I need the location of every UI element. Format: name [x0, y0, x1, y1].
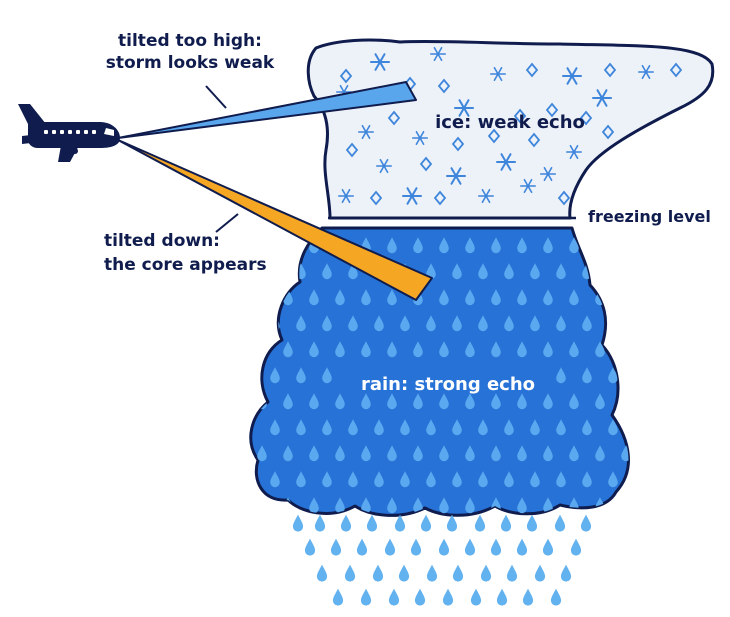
raindrop-icon: [621, 341, 629, 358]
raindrop-icon: [542, 538, 554, 556]
label-tilted-down-line2: the core appears: [104, 255, 267, 275]
raindrop-icon: [506, 564, 518, 582]
raindrop-icon: [283, 237, 293, 254]
raindrop-icon: [292, 514, 304, 532]
label-tilted-high-line1: tilted too high:: [118, 31, 262, 51]
raindrop-icon: [526, 514, 538, 532]
raindrop-icon: [438, 538, 450, 556]
label-rain: rain: strong echo: [361, 374, 535, 395]
raindrop-icon: [452, 564, 464, 582]
raindrop-icon: [608, 263, 618, 280]
raindrop-icon: [570, 538, 582, 556]
raindrop-icon: [344, 564, 356, 582]
raindrop-icon: [394, 514, 406, 532]
raindrop-icon: [621, 497, 629, 514]
leader-down: [215, 213, 239, 233]
airplane-icon: [18, 104, 120, 162]
raindrop-icon: [621, 237, 629, 254]
raindrop-icon: [490, 538, 502, 556]
raindrop-icon: [500, 514, 512, 532]
raindrop-icon: [595, 237, 605, 254]
raindrop-icon: [398, 564, 410, 582]
raindrop-icon: [360, 588, 372, 606]
label-tilted-high: tilted too high: storm looks weak: [106, 31, 275, 73]
raindrop-icon: [384, 538, 396, 556]
beam-tilted-high: [117, 81, 417, 139]
raindrop-icon: [554, 514, 566, 532]
raindrop-icon: [356, 538, 368, 556]
raindrop-icon: [496, 588, 508, 606]
raindrop-icon: [410, 538, 422, 556]
raindrop-icon: [340, 514, 352, 532]
raindrop-icon: [621, 289, 629, 306]
raindrop-icon: [388, 588, 400, 606]
raindrop-icon: [522, 588, 534, 606]
raindrop-icon: [304, 538, 316, 556]
label-freezing-level: freezing level: [588, 207, 711, 226]
raindrop-icon: [316, 564, 328, 582]
beam-tilted-down: [117, 139, 433, 301]
label-tilted-high-line2: storm looks weak: [106, 53, 275, 73]
raindrop-icon: [314, 514, 326, 532]
raindrop-icon: [366, 514, 378, 532]
raindrop-icon: [534, 564, 546, 582]
raindrop-icon: [257, 341, 267, 358]
raindrop-icon: [442, 588, 454, 606]
raindrop-icon: [257, 237, 267, 254]
raindrop-icon: [257, 497, 267, 514]
raindrop-icon: [480, 564, 492, 582]
raindrop-icon: [621, 393, 629, 410]
raindrop-icon: [332, 588, 344, 606]
raindrop-icon: [474, 514, 486, 532]
label-tilted-down: tilted down: the core appears: [104, 231, 267, 275]
raindrop-icon: [464, 538, 476, 556]
raindrop-icon: [516, 538, 528, 556]
raindrop-icon: [330, 538, 342, 556]
raindrop-icon: [580, 514, 592, 532]
raindrop-icon: [420, 514, 432, 532]
raindrop-icon: [426, 564, 438, 582]
raindrop-icon: [372, 564, 384, 582]
raindrop-icon: [560, 564, 572, 582]
raindrop-icon: [550, 588, 562, 606]
rain-core: [249, 226, 630, 517]
raindrop-icon: [608, 315, 618, 332]
leader-high: [205, 85, 227, 109]
falling-rain: [292, 514, 592, 606]
label-tilted-down-line1: tilted down:: [104, 231, 220, 251]
raindrop-icon: [414, 588, 426, 606]
raindrop-icon: [446, 514, 458, 532]
raindrop-icon: [470, 588, 482, 606]
raindrop-icon: [270, 263, 280, 280]
raindrop-icon: [257, 289, 267, 306]
label-ice: ice: weak echo: [435, 112, 585, 133]
